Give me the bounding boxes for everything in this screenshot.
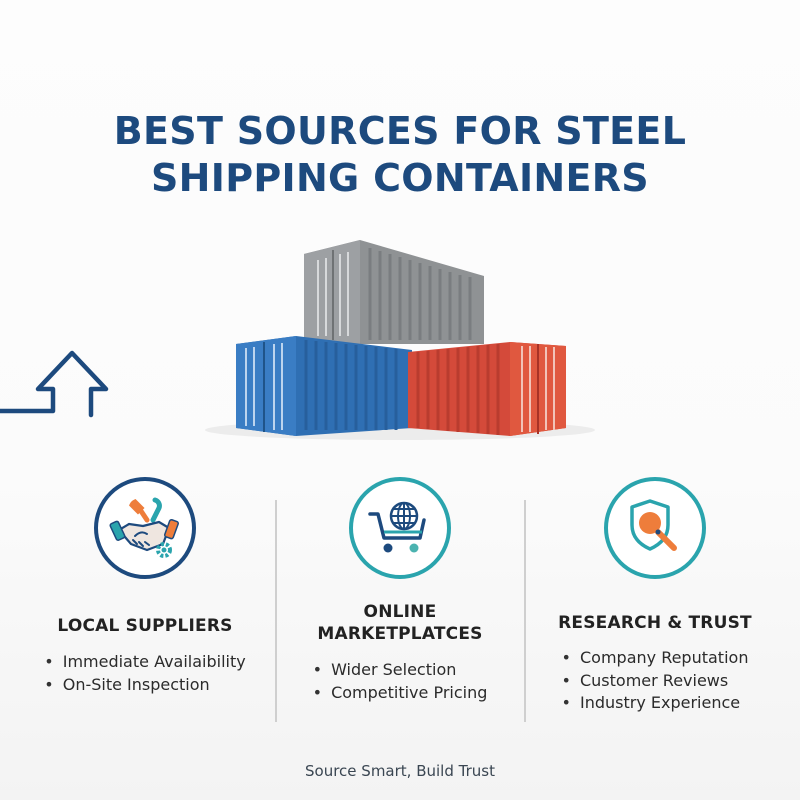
heading-line-1: ONLINE [363, 602, 437, 622]
column-online-marketplaces: ONLINE MARKETPLATCES Wider Selection Com… [280, 477, 520, 704]
research-trust-list: Company Reputation Customer Reviews Indu… [562, 647, 749, 715]
shopping-cart-globe-icon [368, 501, 426, 553]
online-marketplaces-icon-circle [349, 477, 451, 579]
title-line-2: SHIPPING CONTAINERS [151, 156, 649, 200]
list-item: Company Reputation [562, 647, 748, 670]
research-trust-heading: RESEARCH & TRUST [558, 613, 752, 633]
red-container [408, 342, 566, 436]
local-suppliers-icon-circle [94, 477, 196, 579]
list-item: Customer Reviews [562, 670, 749, 693]
shipping-containers-illustration [205, 240, 595, 440]
title-line-1: BEST SOURCES FOR STEEL [113, 109, 687, 153]
handshake-tools-icon [109, 497, 179, 558]
list-item: Competitive Pricing [313, 682, 487, 705]
column-local-suppliers: LOCAL SUPPLIERS Immediate Availaibility … [25, 477, 265, 696]
research-trust-icon-circle [604, 477, 706, 579]
list-item: Wider Selection [313, 659, 488, 682]
gray-container [304, 240, 484, 344]
shield-magnifier-icon [630, 499, 677, 551]
local-suppliers-heading: LOCAL SUPPLIERS [57, 616, 233, 636]
heading-line-2: MARKETPLATCES [317, 624, 483, 644]
online-marketplaces-list: Wider Selection Competitive Pricing [313, 659, 488, 705]
list-item: Immediate Availaibility [44, 651, 246, 674]
list-item: On-Site Inspection [44, 674, 245, 697]
local-suppliers-list: Immediate Availaibility On-Site Inspecti… [44, 651, 246, 697]
house-arrow-icon [0, 350, 109, 418]
column-divider [275, 500, 277, 722]
column-research-trust: RESEARCH & TRUST Company Reputation Cust… [535, 477, 775, 715]
list-item: Industry Experience [562, 692, 749, 715]
column-divider [524, 500, 526, 722]
page-title: BEST SOURCES FOR STEEL SHIPPING CONTAINE… [0, 108, 800, 202]
blue-container [236, 336, 412, 436]
footer-tagline: Source Smart, Build Trust [305, 762, 495, 780]
online-marketplaces-heading: ONLINE MARKETPLATCES [280, 601, 520, 645]
